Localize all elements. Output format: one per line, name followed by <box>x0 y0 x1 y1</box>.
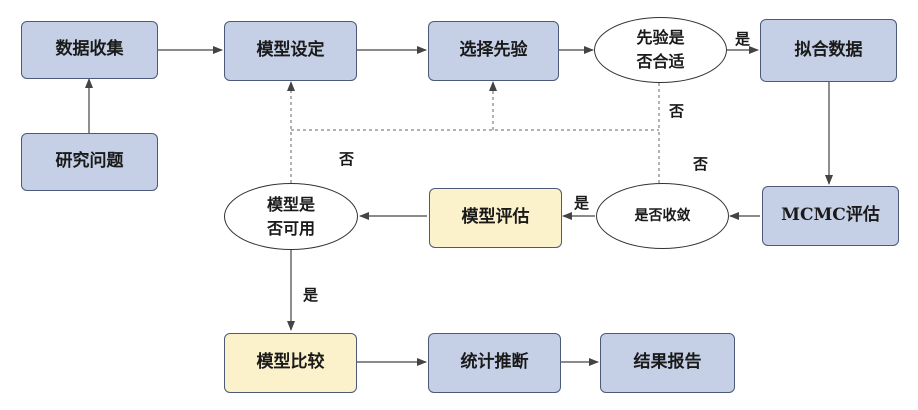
node-label: 结果报告 <box>633 352 702 373</box>
node-label: 模型比较 <box>256 352 325 373</box>
edge-label-prior-yes: 是 <box>735 30 751 48</box>
node-label: 选择先验 <box>459 40 528 61</box>
node-stat-inference: 统计推断 <box>428 333 561 393</box>
edge-label-usable-no: 否 <box>339 150 355 168</box>
node-converged: 是否收敛 <box>596 183 729 249</box>
node-label: 模型设定 <box>256 40 325 61</box>
node-label-line: 模型是 <box>266 194 315 214</box>
edge-label-converged-yes: 是 <box>574 194 590 212</box>
node-mcmc-eval: MCMC评估 <box>762 186 899 246</box>
node-data-collection: 数据收集 <box>21 21 158 79</box>
node-model-eval: 模型评估 <box>429 188 562 248</box>
node-label: MCMC评估 <box>781 205 880 226</box>
node-model-usable: 模型是否可用 <box>224 183 358 250</box>
node-label: 是否收敛 <box>634 207 691 224</box>
node-fit-data: 拟合数据 <box>760 19 897 82</box>
edge-label-converged-no: 否 <box>693 155 709 173</box>
node-label: 统计推断 <box>460 352 529 373</box>
node-label: 模型评估 <box>461 207 530 228</box>
edge-label-usable-yes: 是 <box>303 286 319 304</box>
node-label: 研究问题 <box>55 151 124 172</box>
node-research-question: 研究问题 <box>21 133 158 191</box>
node-model-compare: 模型比较 <box>224 333 357 393</box>
node-label: 数据收集 <box>55 39 124 60</box>
node-prior-suitable: 先验是否合适 <box>594 17 727 83</box>
node-label-line: 先验是 <box>636 28 685 47</box>
node-label-line: 否可用 <box>266 218 315 238</box>
node-label-line: 否合适 <box>636 52 685 71</box>
edge-label-prior-no: 否 <box>669 102 685 120</box>
node-label: 拟合数据 <box>794 39 863 60</box>
node-model-setting: 模型设定 <box>224 21 357 81</box>
node-choose-prior: 选择先验 <box>428 21 559 81</box>
node-report: 结果报告 <box>600 333 735 393</box>
